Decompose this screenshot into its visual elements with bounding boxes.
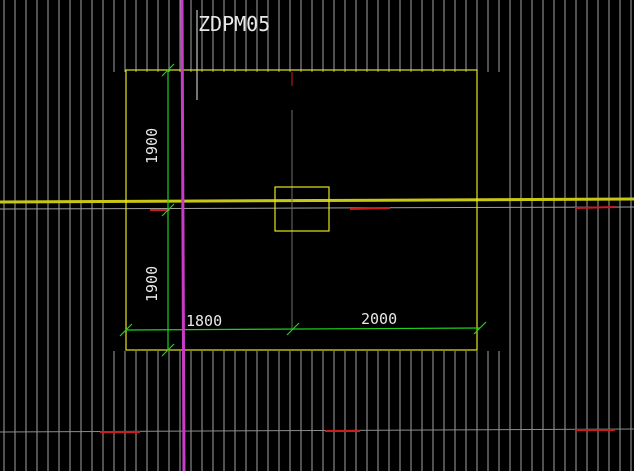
dimension-left-lower[interactable]: 1900 <box>143 266 161 302</box>
main-axis-line[interactable] <box>0 197 634 204</box>
dimension-left-upper[interactable]: 1900 <box>143 128 161 164</box>
column-rect[interactable] <box>274 186 330 232</box>
dimension-lines <box>119 63 487 357</box>
slab-outline[interactable] <box>125 69 478 351</box>
slab-mask <box>105 72 500 351</box>
dimension-bottom-left[interactable]: 1800 <box>186 312 222 330</box>
dimension-bottom-right[interactable]: 2000 <box>361 310 397 328</box>
axis-red-mark <box>574 206 616 209</box>
lower-axis-line <box>0 428 634 433</box>
drawing-label[interactable]: ZDPM05 <box>198 12 270 36</box>
magenta-axis-line[interactable] <box>180 0 186 471</box>
axis-offset-line <box>0 206 634 210</box>
axis-red-mark <box>349 207 391 210</box>
